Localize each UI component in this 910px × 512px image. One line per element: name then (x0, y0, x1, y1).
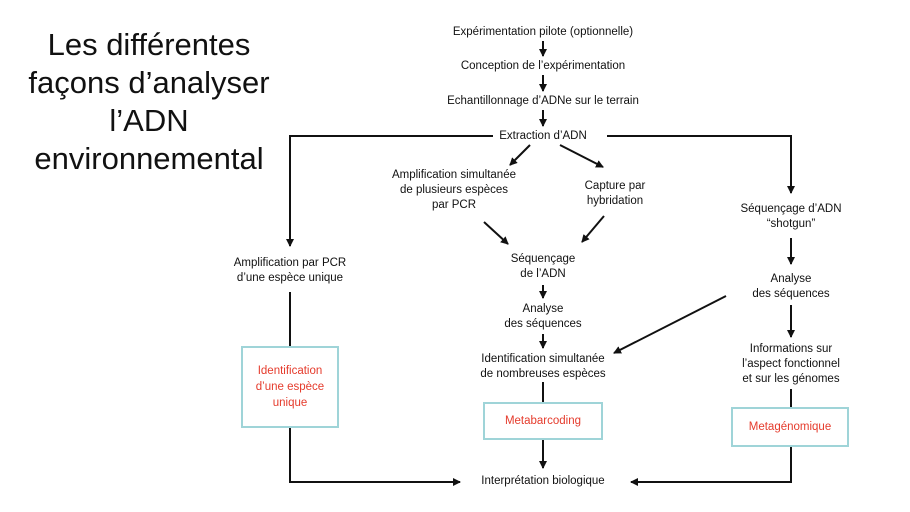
node-sequence-analysis-mid: Analyse des séquences (504, 303, 582, 330)
node-single-species-amplification: Amplification par PCR d’une espèce uniqu… (233, 257, 347, 284)
arrow-extraction-to-multi-amp (509, 144, 531, 166)
node-field-sampling: Echantillonnage d’ADNe sur le terrain (447, 95, 639, 107)
title-line-1: Les différentes (47, 27, 251, 62)
arrow-extraction-to-shotgun (607, 135, 795, 194)
node-simultaneous-identification: Identification simultanée de nombreuses … (480, 353, 606, 380)
node-sequence-analysis-right: Analyse des séquences (752, 273, 830, 300)
arrow-analysis-right-to-identification (613, 295, 727, 354)
title-line-4: environnemental (34, 141, 264, 176)
arrow-metagenomics-to-interpretation (630, 447, 792, 486)
arrow-single-box-to-interpretation (289, 428, 461, 486)
node-shotgun-sequencing: Séquençage d’ADN “shotgun” (740, 203, 842, 230)
arrow-multi-amp-to-sequencing (483, 221, 509, 245)
node-biological-interpretation: Interprétation biologique (481, 475, 605, 487)
outcome-metabarcoding: Metabarcoding (483, 402, 603, 440)
node-dna-sequencing: Séquençage de l’ADN (510, 253, 576, 280)
node-multi-species-amplification: Amplification simultanée de plusieurs es… (391, 169, 516, 211)
node-dna-extraction: Extraction d’ADN (499, 130, 587, 142)
outcome-single-species-identification: Identification d’une espèce unique (241, 346, 339, 428)
title-line-2: façons d’analyser (28, 65, 270, 100)
node-hybridization-capture: Capture par hybridation (584, 180, 646, 207)
arrow-extraction-to-single-amp (286, 135, 493, 247)
slide-title: Les différentes façons d’analyser l’ADN … (14, 26, 284, 178)
node-functional-genome-info: Informations sur l’aspect fonctionnel et… (742, 343, 840, 385)
title-line-3: l’ADN (109, 103, 189, 138)
arrow-extraction-to-capture (559, 144, 604, 168)
node-experiment-design: Conception de l’expérimentation (460, 60, 626, 72)
outcome-metagenomics: Metagénomique (731, 407, 849, 447)
node-pilot-experiment: Expérimentation pilote (optionnelle) (452, 26, 634, 38)
arrow-capture-to-sequencing (581, 215, 605, 243)
